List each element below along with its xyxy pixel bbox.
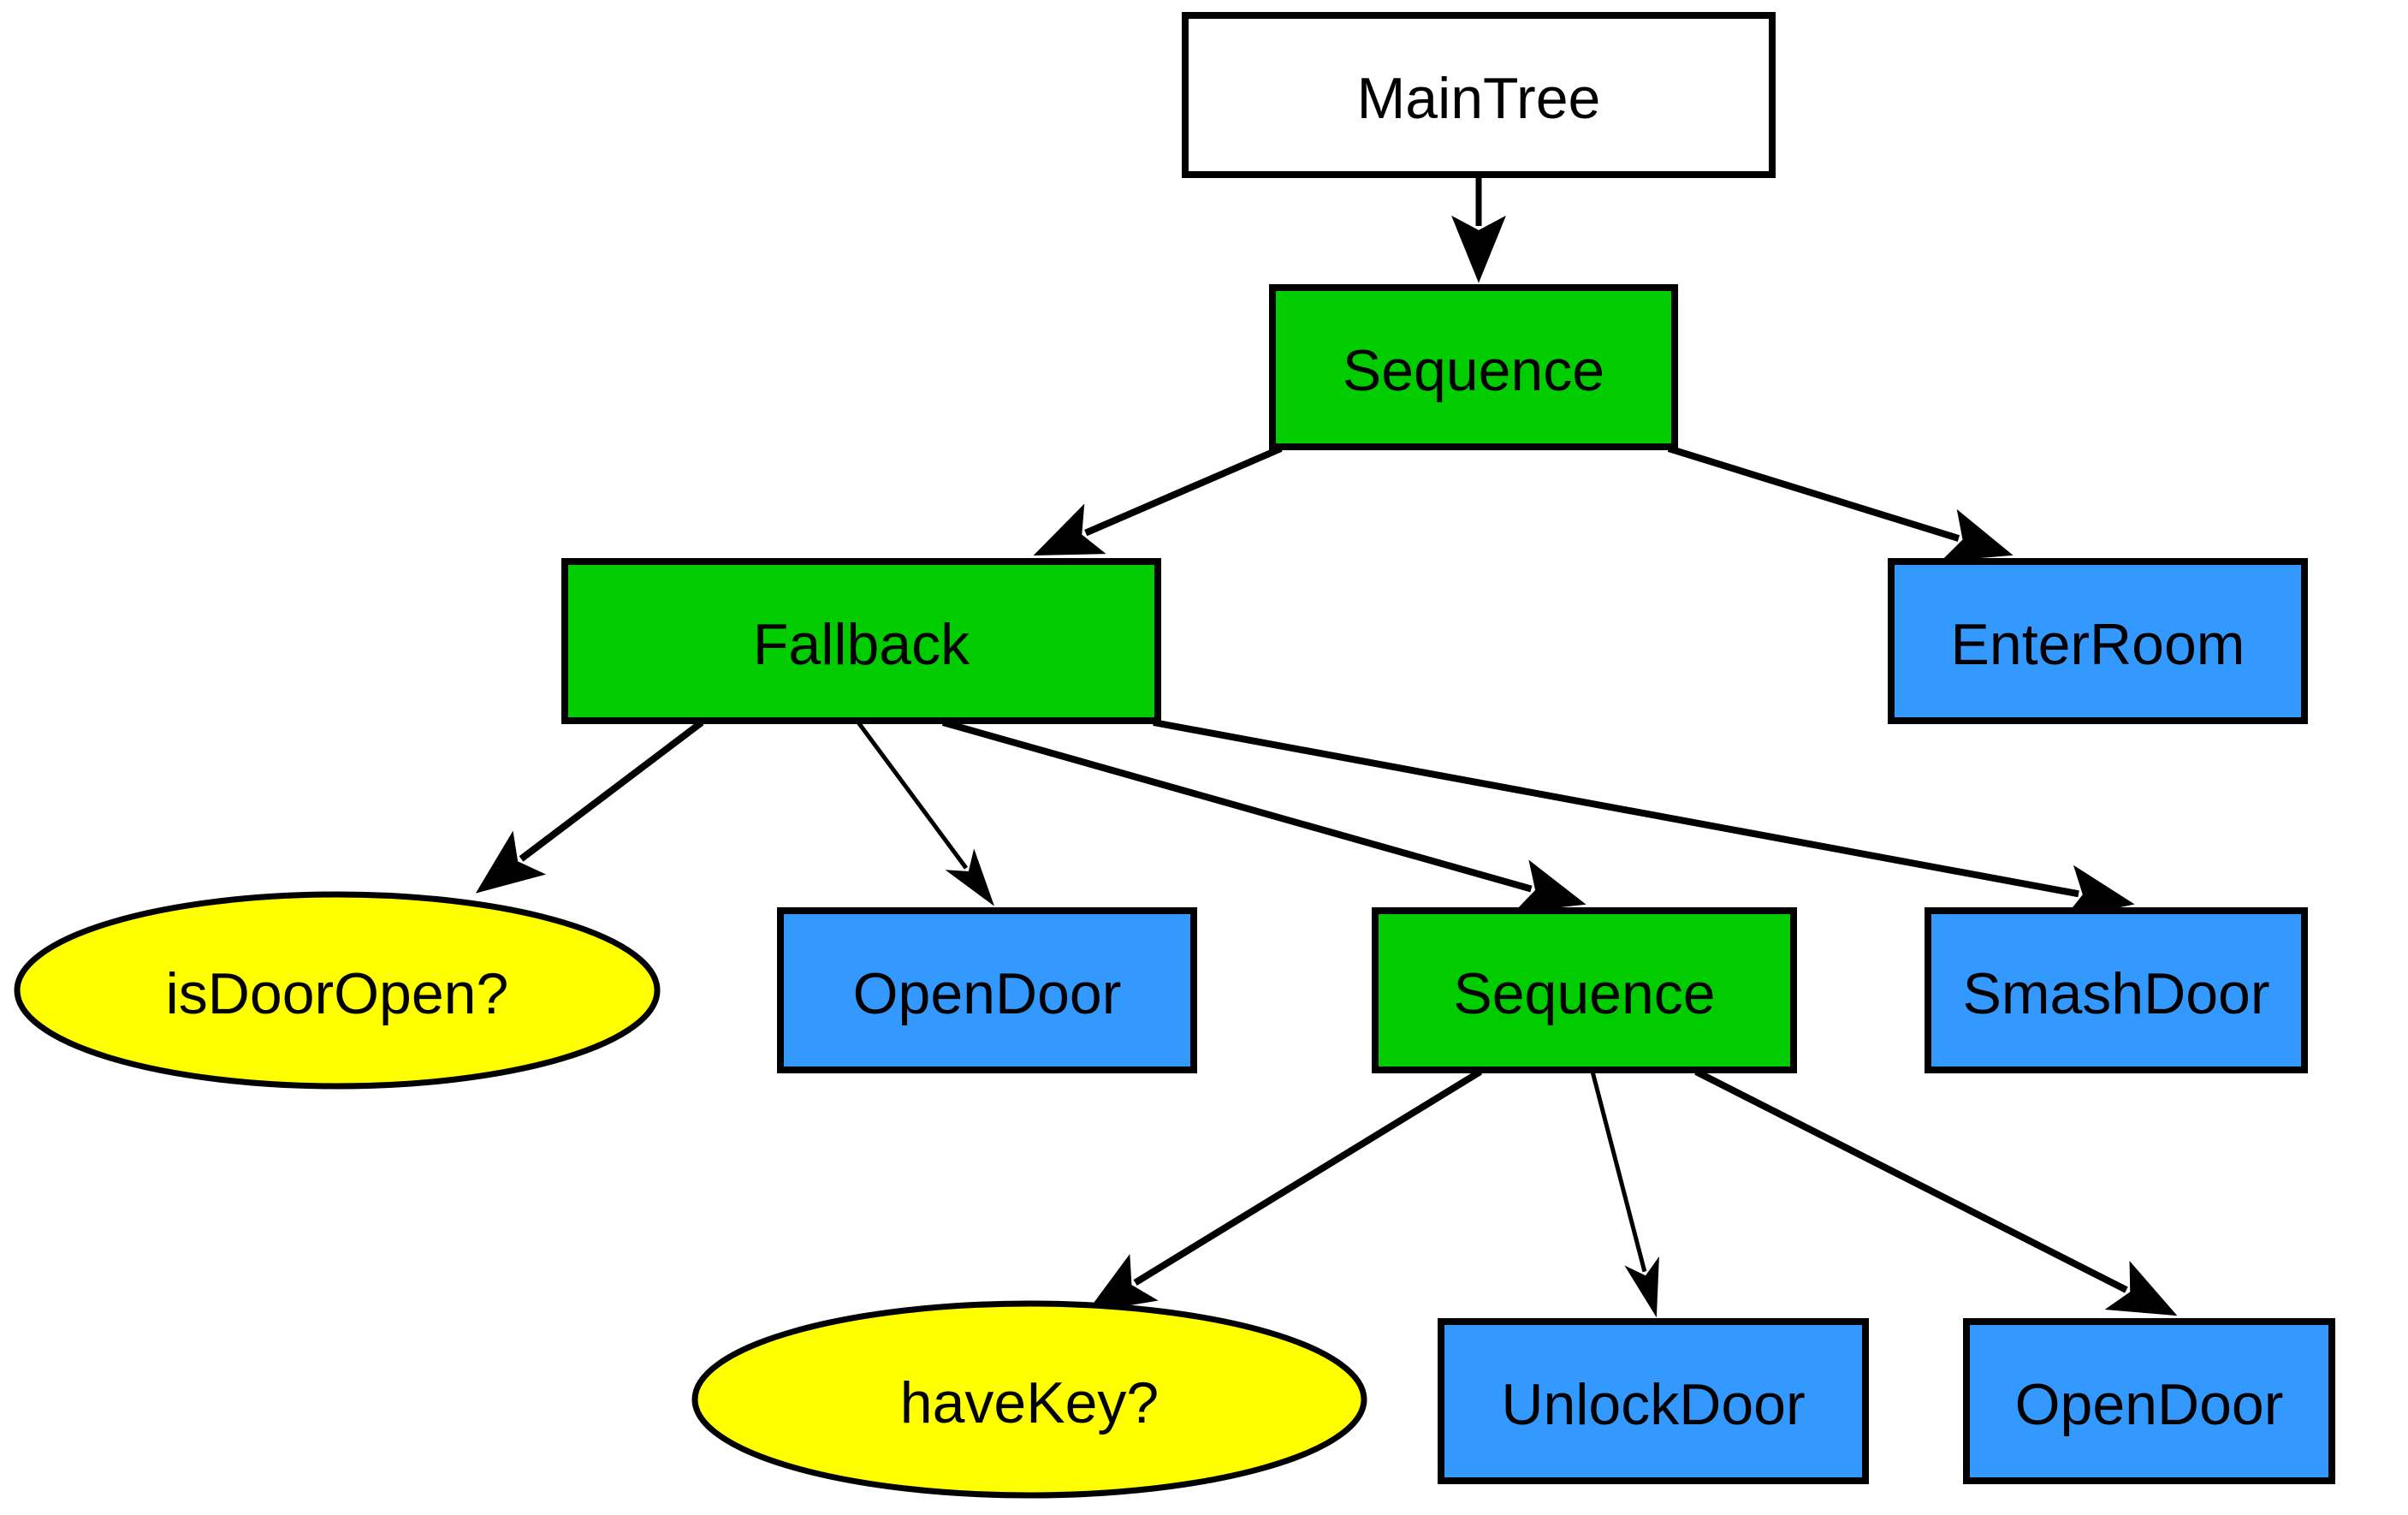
node-seq_inner[interactable]: Sequence	[1372, 907, 1797, 1073]
edge-layer	[475, 175, 2178, 1318]
unlockdoor-rect[interactable]	[1438, 1318, 1869, 1484]
node-isdooropen[interactable]: isDoorOpen?	[14, 891, 661, 1090]
node-maintree[interactable]: MainTree	[1182, 12, 1776, 178]
maintree-rect[interactable]	[1182, 12, 1776, 178]
edge-seq_root-to-fallback	[1033, 445, 1283, 556]
edge-line	[519, 719, 704, 862]
edge-fallback-to-smashdoor	[1153, 719, 2135, 919]
node-unlockdoor[interactable]: UnlockDoor	[1438, 1318, 1869, 1484]
edge-arrowhead	[1033, 503, 1106, 556]
edge-fallback-to-opendoor_1	[856, 721, 995, 906]
node-opendoor_1[interactable]: OpenDoor	[777, 907, 1197, 1073]
edge-fallback-to-seq_inner	[941, 719, 1587, 913]
opendoor_2-rect[interactable]	[1963, 1318, 2335, 1484]
edge-seq_inner-to-unlockdoor	[1590, 1071, 1659, 1318]
edge-arrowhead	[1086, 1253, 1159, 1313]
edge-maintree-to-seq_root	[1451, 175, 1506, 283]
seq_root-rect[interactable]	[1269, 284, 1678, 450]
seq_inner-rect[interactable]	[1372, 907, 1797, 1073]
edge-line	[1694, 1068, 2128, 1293]
edge-line	[1667, 445, 1960, 542]
node-opendoor_2[interactable]: OpenDoor	[1963, 1318, 2335, 1484]
node-havekey[interactable]: haveKey?	[691, 1300, 1367, 1499]
node-seq_root[interactable]: Sequence	[1269, 284, 1678, 450]
edge-arrowhead	[945, 848, 995, 906]
edge-seq_root-to-enterroom	[1667, 445, 2014, 561]
edge-line	[1590, 1071, 1647, 1273]
smashdoor-rect[interactable]	[1925, 907, 2308, 1073]
edge-line	[1084, 445, 1283, 537]
opendoor_1-rect[interactable]	[777, 907, 1197, 1073]
isdooropen-ellipse[interactable]	[14, 891, 661, 1090]
edge-line	[856, 721, 969, 870]
havekey-ellipse[interactable]	[691, 1300, 1367, 1499]
edge-line	[941, 719, 1533, 893]
fallback-rect[interactable]	[561, 558, 1161, 724]
node-smashdoor[interactable]: SmashDoor	[1925, 907, 2308, 1073]
edge-seq_inner-to-havekey	[1086, 1068, 1483, 1313]
edge-fallback-to-isdooropen	[475, 719, 704, 894]
edge-arrowhead	[1624, 1256, 1659, 1318]
edge-seq_inner-to-opendoor_2	[1694, 1068, 2178, 1316]
edge-line	[1153, 719, 2079, 898]
node-fallback[interactable]: Fallback	[561, 558, 1161, 724]
enterroom-rect[interactable]	[1888, 558, 2308, 724]
edge-line	[1133, 1068, 1483, 1286]
edge-arrowhead	[2104, 1261, 2178, 1316]
edge-arrowhead	[1451, 215, 1506, 283]
node-enterroom[interactable]: EnterRoom	[1888, 558, 2308, 724]
edge-arrowhead	[475, 830, 547, 894]
